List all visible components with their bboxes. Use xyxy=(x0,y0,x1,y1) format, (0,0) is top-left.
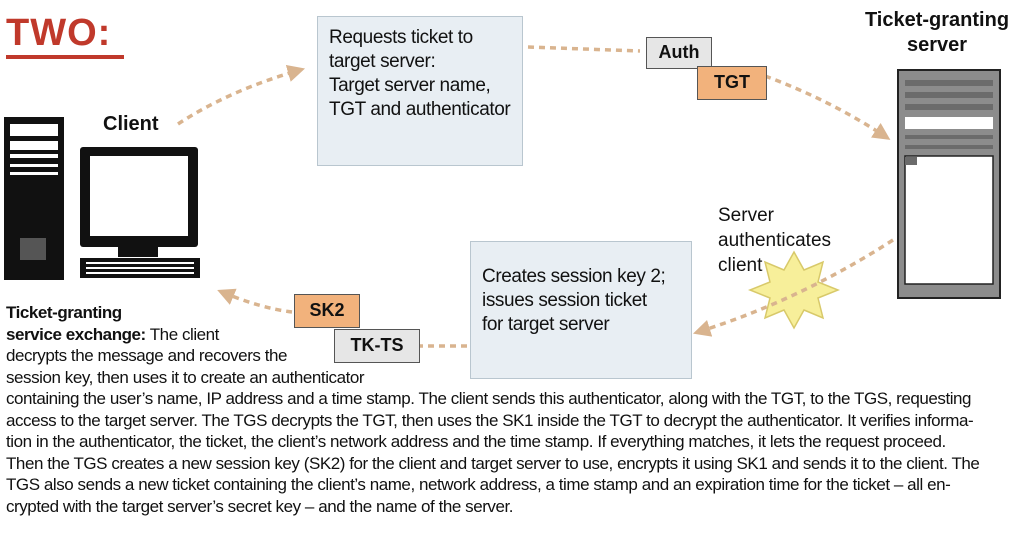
description-line: session key, then uses it to create an a… xyxy=(6,367,365,387)
request-line: target server: xyxy=(329,51,436,72)
response-line: issues session ticket xyxy=(482,290,647,311)
response-line: for target server xyxy=(482,314,610,335)
description-line: access to the target server. The TGS dec… xyxy=(6,410,974,430)
request-box: Requests ticket to target server: Target… xyxy=(317,16,523,166)
description-line: crypted with the target server’s secret … xyxy=(6,496,514,516)
auth-line: Server xyxy=(718,205,774,226)
client-computer-icon xyxy=(4,117,200,280)
request-line: TGT and authenticator xyxy=(329,99,511,120)
tgt-tag: TGT xyxy=(697,66,767,100)
description-heading: Ticket-granting xyxy=(6,303,122,322)
response-line: Creates session key 2; xyxy=(482,266,666,287)
server-label: Ticket-granting server xyxy=(852,8,1022,58)
title-underline xyxy=(6,55,124,59)
description-line: service exchange: The client xyxy=(6,324,1028,346)
response-box: Creates session key 2; issues session ti… xyxy=(470,241,692,379)
description-text: The client xyxy=(149,324,220,344)
server-label-line2: server xyxy=(906,34,968,56)
arrow-server-to-response xyxy=(692,238,894,337)
request-line: Target server name, xyxy=(329,75,491,96)
description-heading: service exchange: xyxy=(6,324,146,344)
tkts-tag: TK-TS xyxy=(334,329,420,363)
server-tower-icon xyxy=(897,69,1001,299)
request-line: Requests ticket to xyxy=(329,27,473,48)
server-label-line1: Ticket-granting xyxy=(864,9,1010,31)
client-label: Client xyxy=(103,113,159,135)
description: Ticket-granting service exchange: The cl… xyxy=(6,302,1028,517)
description-line: tion in the authenticator, the ticket, t… xyxy=(6,432,946,451)
server-authenticates-label: Server authenticates client xyxy=(718,203,831,278)
arrow-tgt-to-server xyxy=(764,74,891,140)
arrow-client-to-request xyxy=(177,64,306,126)
authentication-starburst-icon xyxy=(747,250,841,330)
sk2-tag: SK2 xyxy=(294,294,360,328)
description-line: TGS also sends a new ticket containing t… xyxy=(6,475,951,494)
description-line: containing the user’s name, IP address a… xyxy=(6,389,972,408)
arrow-sk2-to-client xyxy=(217,288,293,314)
description-line: Then the TGS creates a new session key (… xyxy=(6,453,980,473)
description-heading-line1: Ticket-granting xyxy=(6,302,1028,324)
description-line: decrypts the message and recovers the xyxy=(6,346,288,365)
auth-line: client xyxy=(718,255,763,276)
auth-line: authenticates xyxy=(718,230,832,251)
auth-tag: Auth xyxy=(646,37,712,69)
diagram-title: TWO: xyxy=(6,12,112,54)
arrow-request-to-auth xyxy=(527,45,641,53)
